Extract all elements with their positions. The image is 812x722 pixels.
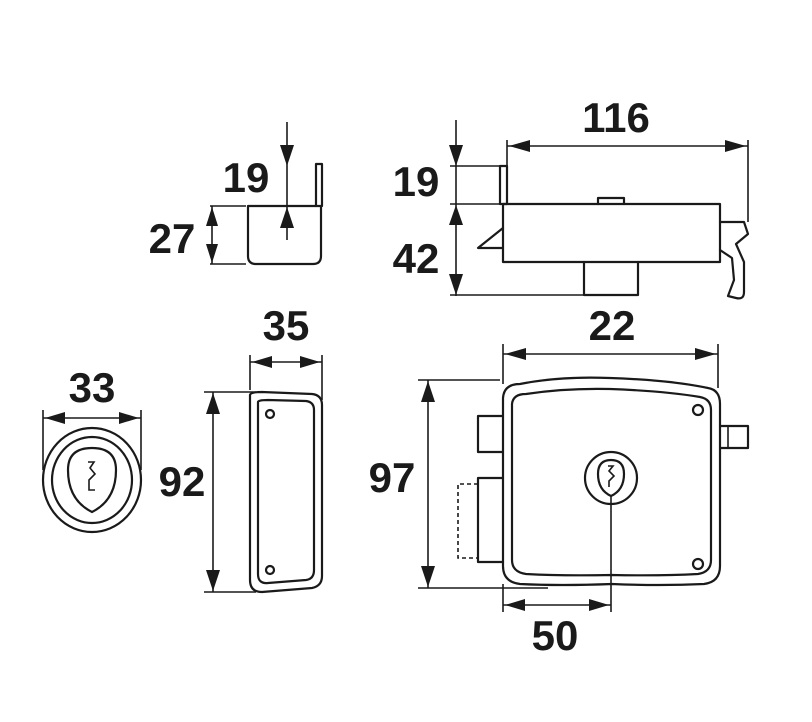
side-knob xyxy=(718,424,750,450)
arrow-92-top xyxy=(206,393,220,414)
label-92: 92 xyxy=(159,458,206,505)
lock-top-view xyxy=(449,120,750,300)
plate-outer xyxy=(248,390,324,594)
front-key-slot xyxy=(607,465,616,487)
arrow-19a-top xyxy=(280,145,294,166)
cylinder-plug xyxy=(596,458,626,498)
case-flange xyxy=(498,164,509,206)
label-35: 35 xyxy=(263,302,310,349)
label-50: 50 xyxy=(532,612,579,659)
arrow-35-left xyxy=(252,356,272,368)
keeper-body xyxy=(246,204,323,266)
cylinder-face xyxy=(66,446,118,514)
arrow-27-top xyxy=(206,207,218,226)
label-116: 116 xyxy=(582,94,650,141)
label-97: 97 xyxy=(369,454,416,501)
arrow-22-right xyxy=(695,348,716,360)
arrow-92-bottom xyxy=(206,570,220,591)
bottom-bolt xyxy=(582,260,640,297)
label-19-left: 19 xyxy=(223,154,270,201)
key-slot xyxy=(88,461,97,491)
arrow-42-bottom xyxy=(449,274,463,295)
arrow-33-left xyxy=(45,412,65,424)
latch-wedge xyxy=(476,226,505,250)
arrow-42-top xyxy=(449,205,463,225)
label-19-right: 19 xyxy=(393,158,440,205)
latch-upper xyxy=(476,414,505,454)
arrow-50-right xyxy=(589,599,609,611)
arrow-35-right xyxy=(300,356,320,368)
keeper-flange xyxy=(314,162,324,208)
case-outer xyxy=(501,376,722,587)
side-plate-view xyxy=(204,355,324,594)
arrow-22-left xyxy=(505,348,526,360)
plate-inner xyxy=(256,398,316,585)
lock-front-view xyxy=(418,344,750,612)
cylinder-rose xyxy=(41,410,143,534)
rose-inner xyxy=(50,435,134,525)
arrow-50-left xyxy=(505,599,525,611)
screw-top-right-icon xyxy=(691,403,705,417)
arrow-116-right xyxy=(725,140,746,152)
arrow-27-bottom xyxy=(206,244,218,263)
arrow-33-right xyxy=(119,412,139,424)
label-22: 22 xyxy=(589,302,636,349)
screw-bottom-icon xyxy=(264,564,276,576)
label-42: 42 xyxy=(393,235,440,282)
screw-top-icon xyxy=(264,408,276,420)
keeper-profile xyxy=(206,122,324,266)
case-body xyxy=(501,202,722,264)
case-inner xyxy=(510,387,713,577)
arrow-19a-bottom xyxy=(280,207,294,228)
screw-bottom-right-icon xyxy=(691,557,705,571)
arrow-97-top xyxy=(421,381,435,402)
arrow-19b-top xyxy=(449,145,463,166)
top-nub xyxy=(596,196,626,206)
latch-lower xyxy=(476,476,505,564)
arrow-116-left xyxy=(509,140,530,152)
hidden-bolt-outline xyxy=(457,483,478,559)
label-33: 33 xyxy=(69,364,116,411)
arrow-97-bottom xyxy=(421,566,435,587)
rose-outer xyxy=(41,426,143,534)
label-27: 27 xyxy=(149,215,196,262)
hook-handle xyxy=(718,220,750,300)
